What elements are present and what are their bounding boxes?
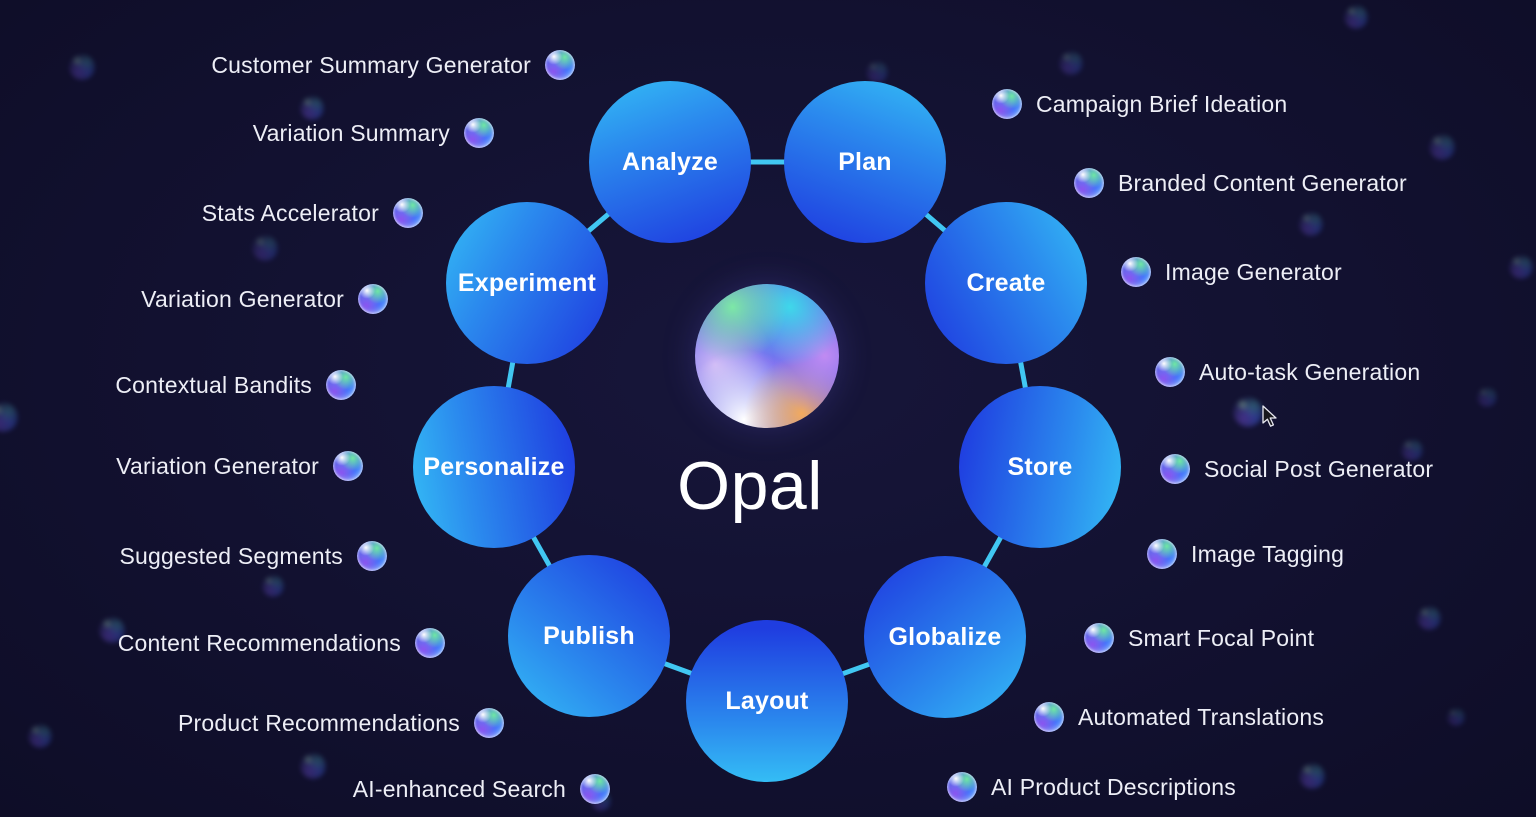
background-bubble: [0, 402, 18, 432]
feature-variation-generator-1: Variation Generator: [141, 283, 388, 315]
gradient-orb-icon: [357, 541, 387, 571]
feature-text: Auto-task Generation: [1199, 358, 1421, 385]
feature-text: Variation Summary: [252, 119, 450, 146]
ring-node-label: Store: [1007, 452, 1073, 481]
feature-text: Content Recommendations: [117, 629, 401, 656]
background-bubble: [1429, 134, 1455, 160]
gradient-orb-icon: [1147, 539, 1177, 569]
feature-smart-focal-point: Smart Focal Point: [1084, 622, 1314, 654]
ring-node-experiment[interactable]: Experiment: [446, 202, 608, 364]
ring-node-layout[interactable]: Layout: [686, 620, 848, 782]
feature-customer-summary-generator: Customer Summary Generator: [211, 49, 575, 81]
feature-variation-generator-2: Variation Generator: [116, 450, 363, 482]
gradient-orb-icon: [1074, 168, 1104, 198]
feature-text: Smart Focal Point: [1128, 624, 1315, 651]
gradient-orb-icon: [464, 118, 494, 148]
gradient-orb-icon: [1034, 702, 1064, 732]
background-bubble: [300, 753, 326, 779]
feature-content-recommendations: Content Recommendations: [118, 627, 445, 659]
background-bubble: [99, 617, 125, 643]
feature-text: Contextual Bandits: [115, 371, 312, 398]
feature-ai-product-descriptions: AI Product Descriptions: [947, 771, 1236, 803]
ring-node-plan[interactable]: Plan: [784, 81, 946, 243]
gradient-orb-icon: [474, 708, 504, 738]
gradient-orb-icon: [326, 370, 356, 400]
opal-orb-icon: [695, 284, 839, 428]
background-bubble: [252, 235, 278, 261]
feature-text: Customer Summary Generator: [211, 51, 531, 78]
feature-text: Image Tagging: [1191, 540, 1345, 567]
ring-node-store[interactable]: Store: [959, 386, 1121, 548]
feature-text: AI-enhanced Search: [352, 775, 566, 802]
feature-stats-accelerator: Stats Accelerator: [202, 197, 423, 229]
background-bubble: [1447, 708, 1465, 726]
ring-node-label: Layout: [725, 686, 809, 715]
gradient-orb-icon: [358, 284, 388, 314]
ring-node-analyze[interactable]: Analyze: [589, 81, 751, 243]
ring-node-label: Experiment: [457, 268, 597, 297]
background-bubble: [1059, 51, 1083, 75]
gradient-orb-icon: [415, 628, 445, 658]
background-bubble: [28, 724, 52, 748]
background-bubble: [866, 61, 888, 83]
gradient-orb-icon: [1121, 257, 1151, 287]
feature-text: Suggested Segments: [119, 542, 343, 569]
ring-node-globalize[interactable]: Globalize: [864, 556, 1026, 718]
gradient-orb-icon: [1155, 357, 1185, 387]
gradient-orb-icon: [545, 50, 575, 80]
feature-automated-translations: Automated Translations: [1034, 701, 1324, 733]
feature-text: Automated Translations: [1078, 703, 1325, 730]
feature-campaign-brief-ideation: Campaign Brief Ideation: [992, 88, 1287, 120]
feature-contextual-bandits: Contextual Bandits: [115, 369, 356, 401]
ring-node-label: Personalize: [423, 452, 565, 481]
feature-image-generator: Image Generator: [1121, 256, 1342, 288]
opal-wordmark: Opal: [677, 448, 823, 524]
background-bubble: [300, 96, 324, 120]
feature-image-tagging: Image Tagging: [1147, 538, 1344, 570]
feature-product-recommendations: Product Recommendations: [178, 707, 504, 739]
background-bubble: [1299, 763, 1325, 789]
feature-text: Variation Generator: [141, 285, 344, 312]
feature-social-post-generator: Social Post Generator: [1160, 453, 1433, 485]
feature-ai-enhanced-search: AI-enhanced Search: [353, 773, 610, 805]
feature-text: Variation Generator: [116, 452, 319, 479]
background-bubble: [1344, 5, 1368, 29]
gradient-orb-icon: [992, 89, 1022, 119]
feature-text: Stats Accelerator: [201, 199, 379, 226]
background-bubble: [1477, 387, 1497, 407]
background-bubble: [1509, 255, 1533, 279]
ring-node-label: Plan: [838, 147, 892, 176]
ring-node-create[interactable]: Create: [925, 202, 1087, 364]
ring-node-label: Globalize: [888, 622, 1002, 651]
background-bubble: [1417, 606, 1441, 630]
feature-text: Image Generator: [1165, 258, 1342, 285]
gradient-orb-icon: [333, 451, 363, 481]
feature-variation-summary: Variation Summary: [253, 117, 494, 149]
mouse-cursor: [1262, 405, 1277, 427]
background-bubble: [1401, 439, 1423, 461]
gradient-orb-icon: [947, 772, 977, 802]
ring-node-label: Create: [966, 268, 1046, 297]
gradient-orb-icon: [1160, 454, 1190, 484]
background-bubble: [69, 54, 95, 80]
feature-auto-task-generation: Auto-task Generation: [1155, 356, 1420, 388]
feature-text: Campaign Brief Ideation: [1036, 90, 1288, 117]
feature-text: Branded Content Generator: [1118, 169, 1407, 196]
background-bubble: [262, 575, 284, 597]
gradient-orb-icon: [1084, 623, 1114, 653]
background-bubble: [1233, 397, 1263, 427]
feature-text: Social Post Generator: [1204, 455, 1434, 482]
gradient-orb-icon: [393, 198, 423, 228]
feature-suggested-segments: Suggested Segments: [119, 540, 387, 572]
feature-text: AI Product Descriptions: [991, 773, 1236, 800]
ring-node-personalize[interactable]: Personalize: [413, 386, 575, 548]
ring-node-label: Analyze: [622, 147, 718, 176]
feature-branded-content-generator: Branded Content Generator: [1074, 167, 1407, 199]
gradient-orb-icon: [580, 774, 610, 804]
feature-text: Product Recommendations: [177, 709, 460, 736]
background-bubble: [1299, 212, 1323, 236]
ring-node-label: Publish: [543, 621, 635, 650]
ring-node-publish[interactable]: Publish: [508, 555, 670, 717]
